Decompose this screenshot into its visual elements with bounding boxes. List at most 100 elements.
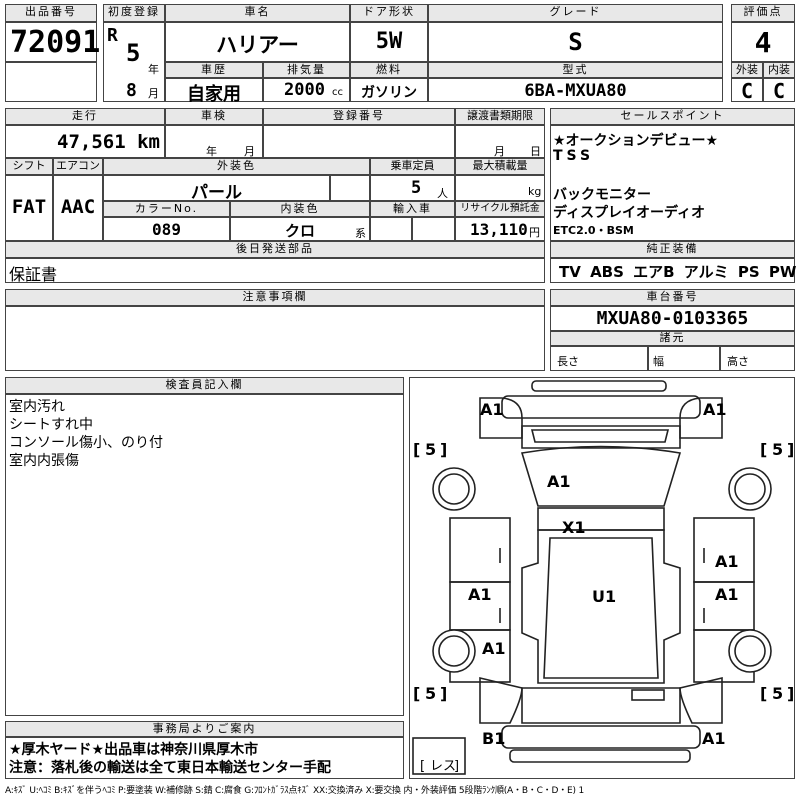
ext-color-header: 外装色 — [103, 158, 370, 175]
car-name-header: 車名 — [165, 4, 350, 22]
door-value: 5W — [375, 29, 403, 54]
era-value: R — [107, 25, 118, 46]
height-box: 高さ — [720, 346, 795, 371]
sales-points-header: セールスポイント — [550, 108, 795, 125]
exterior-grade-value: C — [740, 79, 754, 103]
legend-text: A:ｷｽﾞ U:ﾍｺﾐ B:ｷｽﾞを伴うﾍｺﾐ P:要塗装 W:補修跡 S:錆 … — [5, 786, 584, 796]
damage-mark: A1 — [702, 729, 726, 748]
inspection-month-unit: 月 — [244, 145, 255, 158]
displacement-header: 排気量 — [263, 62, 350, 78]
shift-value: FAT — [11, 196, 47, 218]
first-reg-box: R 5 年 8 月 — [103, 22, 165, 102]
import-header: 輸入車 — [370, 201, 455, 217]
capacity-value: 5 — [411, 178, 422, 198]
max-load-header: 最大積載量 — [455, 158, 545, 175]
transfer-date-box: 月 日 — [455, 125, 545, 158]
capacity-header: 乗車定員 — [370, 158, 455, 175]
damage-mark: A1 — [715, 552, 739, 571]
genuine-header: 純正装備 — [550, 241, 795, 258]
import-box-left — [370, 217, 412, 241]
year-unit: 年 — [148, 63, 159, 76]
genuine-box: TV ABS エアB アルミ PS PW — [550, 258, 797, 283]
lot-no-box: 72091 — [5, 22, 100, 62]
history-header: 車歴 — [165, 62, 263, 78]
inspector-header: 検査員記入欄 — [5, 377, 404, 394]
svg-text:]: ] — [787, 440, 794, 459]
sales-point: バックモニター — [553, 187, 651, 203]
shift-header: シフト — [5, 158, 53, 175]
door-header: ドア形状 — [350, 4, 428, 22]
spare-tire-label: レス — [430, 759, 456, 774]
model-box: 6BA-MXUA80 — [428, 78, 723, 102]
ext-color-box: パール — [103, 175, 330, 203]
later-parts-box: 保証書 — [5, 258, 545, 284]
inspector-note: 室内内張傷 — [9, 453, 79, 469]
damage-mark: A1 — [480, 400, 504, 419]
interior-header: 内装 — [763, 62, 795, 78]
height-label: 高さ — [727, 355, 749, 368]
inspection-year-unit: 年 — [206, 145, 217, 158]
tire-tread-fr: 5 — [772, 440, 783, 459]
capacity-box: 5 人 — [370, 175, 455, 201]
svg-text:]: ] — [454, 759, 459, 774]
damage-mark: A1 — [482, 639, 506, 658]
car-diagram: [5] [5] [5] [5] [レス] A1 A1 A1 X1 A1 A1 A… — [412, 380, 794, 775]
office-box: ★厚木ヤード★出品車は神奈川県厚木市 注意：落札後の輸送は全て東日本輸送センター… — [5, 737, 404, 779]
svg-text:[: [ — [413, 684, 420, 703]
length-box: 長さ — [550, 346, 648, 371]
inspector-note: シートすれ中 — [9, 417, 93, 433]
model-value: 6BA-MXUA80 — [524, 81, 627, 101]
genuine-value: TV ABS エアB アルミ PS PW — [559, 263, 797, 281]
inspector-note: 室内汚れ — [9, 399, 65, 415]
aircon-header: エアコン — [53, 158, 103, 175]
tire-tread-rl: 5 — [425, 684, 436, 703]
score-box: 4 — [731, 22, 795, 62]
score-value: 4 — [754, 26, 772, 59]
recycle-value: 13,110 — [470, 220, 528, 239]
shift-box: FAT — [5, 175, 53, 241]
recycle-header: リサイクル預託金 — [455, 201, 545, 217]
reg-no-header: 登録番号 — [263, 108, 455, 125]
tire-tread-rr: 5 — [772, 684, 783, 703]
damage-mark: A1 — [703, 400, 727, 419]
chassis-box: MXUA80-0103365 — [550, 306, 795, 331]
history-box: 自家用 — [165, 78, 263, 105]
recycle-box: 13,110 円 — [455, 217, 545, 241]
ext-color-value: パール — [191, 183, 242, 203]
displacement-box: 2000 cc — [263, 78, 350, 102]
mileage-header: 走行 — [5, 108, 165, 125]
aircon-box: AAC — [53, 175, 103, 241]
sales-point: ETC2.0・BSM — [553, 224, 634, 237]
door-box: 5W — [350, 22, 428, 62]
color-no-box: 089 — [103, 217, 230, 241]
svg-text:[: [ — [413, 440, 420, 459]
fuel-value: ガソリン — [361, 85, 417, 101]
sales-point: ★オークションデビュー★ — [553, 133, 719, 149]
int-color-header: 内装色 — [230, 201, 370, 217]
aircon-value: AAC — [60, 196, 96, 218]
inspection-header: 車検 — [165, 108, 263, 125]
int-color-unit: 系 — [355, 227, 366, 240]
chassis-value: MXUA80-0103365 — [596, 308, 749, 329]
sales-point: TSS — [553, 148, 595, 164]
mileage-value: 47,561 km — [57, 131, 160, 153]
inspection-box: 年 月 — [165, 125, 263, 158]
inspector-note: コンソール傷小、のり付 — [9, 435, 163, 451]
svg-text:[: [ — [760, 440, 767, 459]
transfer-day-unit: 日 — [530, 145, 541, 158]
exterior-header: 外装 — [731, 62, 763, 78]
chassis-header: 車台番号 — [550, 289, 795, 306]
month-value: 8 — [126, 80, 137, 101]
mileage-box: 47,561 km — [5, 125, 165, 158]
svg-text:[: [ — [760, 684, 767, 703]
color-no-value: 089 — [152, 220, 181, 239]
recycle-unit: 円 — [529, 226, 540, 239]
length-label: 長さ — [557, 355, 579, 368]
transfer-month-unit: 月 — [494, 145, 505, 158]
office-note: 注意：落札後の輸送は全て東日本輸送センター手配 — [9, 760, 331, 776]
damage-mark: U1 — [592, 587, 616, 606]
office-header: 事務局よりご案内 — [5, 721, 404, 737]
ext-color-blank — [330, 175, 370, 201]
car-diagram-box: [5] [5] [5] [5] [レス] A1 A1 A1 X1 A1 A1 A… — [409, 377, 795, 779]
later-parts-header: 後日発送部品 — [5, 241, 545, 258]
